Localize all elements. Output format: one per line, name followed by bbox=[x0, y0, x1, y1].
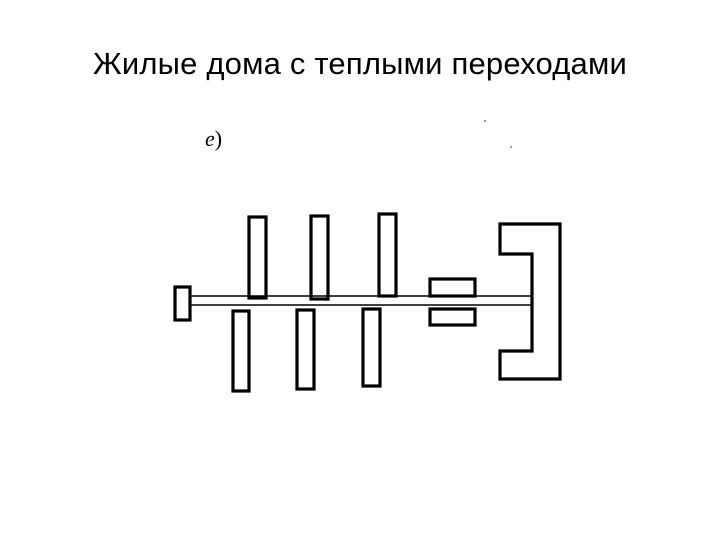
slide-title: Жилые дома с теплыми переходами bbox=[93, 46, 627, 81]
residential-block-top-3 bbox=[377, 212, 398, 298]
residential-block-top-1 bbox=[247, 215, 268, 300]
figure-label-letter: е bbox=[205, 126, 215, 151]
end-building-left bbox=[173, 285, 192, 322]
figure-label: е) bbox=[205, 126, 222, 152]
scan-speck bbox=[510, 146, 512, 148]
scan-speck bbox=[484, 120, 486, 122]
c-shaped-public-building bbox=[498, 222, 562, 381]
residential-block-bottom-1 bbox=[231, 309, 251, 393]
residential-block-bottom-2 bbox=[295, 308, 316, 391]
figure-label-paren: ) bbox=[214, 126, 223, 151]
short-block-upper bbox=[428, 277, 477, 298]
short-block-lower bbox=[428, 307, 477, 327]
warm-passage-corridor bbox=[191, 295, 532, 306]
residential-block-bottom-3 bbox=[361, 307, 382, 388]
residential-block-top-2 bbox=[309, 214, 330, 301]
